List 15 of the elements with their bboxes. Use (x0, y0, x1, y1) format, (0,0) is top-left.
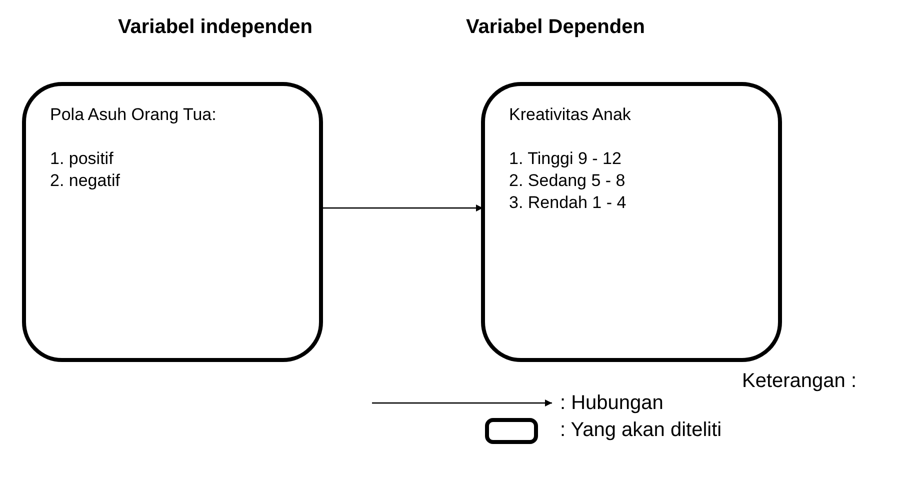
box-heading: Pola Asuh Orang Tua: (50, 104, 218, 126)
legend-title: Keterangan : (742, 370, 857, 393)
list-item: 3. Rendah 1 - 4 (509, 192, 628, 214)
rounded-box (481, 82, 782, 362)
box-heading: Kreativitas Anak (509, 104, 632, 126)
list-item: 1. Tinggi 9 - 12 (509, 148, 622, 170)
list-item: 2. Sedang 5 - 8 (509, 170, 626, 192)
column-heading: Variabel independen (118, 16, 313, 39)
list-item: 1. positif (50, 148, 114, 170)
legend-text: : Yang akan diteliti (560, 419, 722, 442)
rounded-box (22, 82, 323, 362)
arrow (323, 204, 483, 212)
column-heading: Variabel Dependen (466, 16, 645, 39)
legend-text: : Hubungan (560, 392, 664, 415)
list-item: 2. negatif (50, 170, 121, 192)
